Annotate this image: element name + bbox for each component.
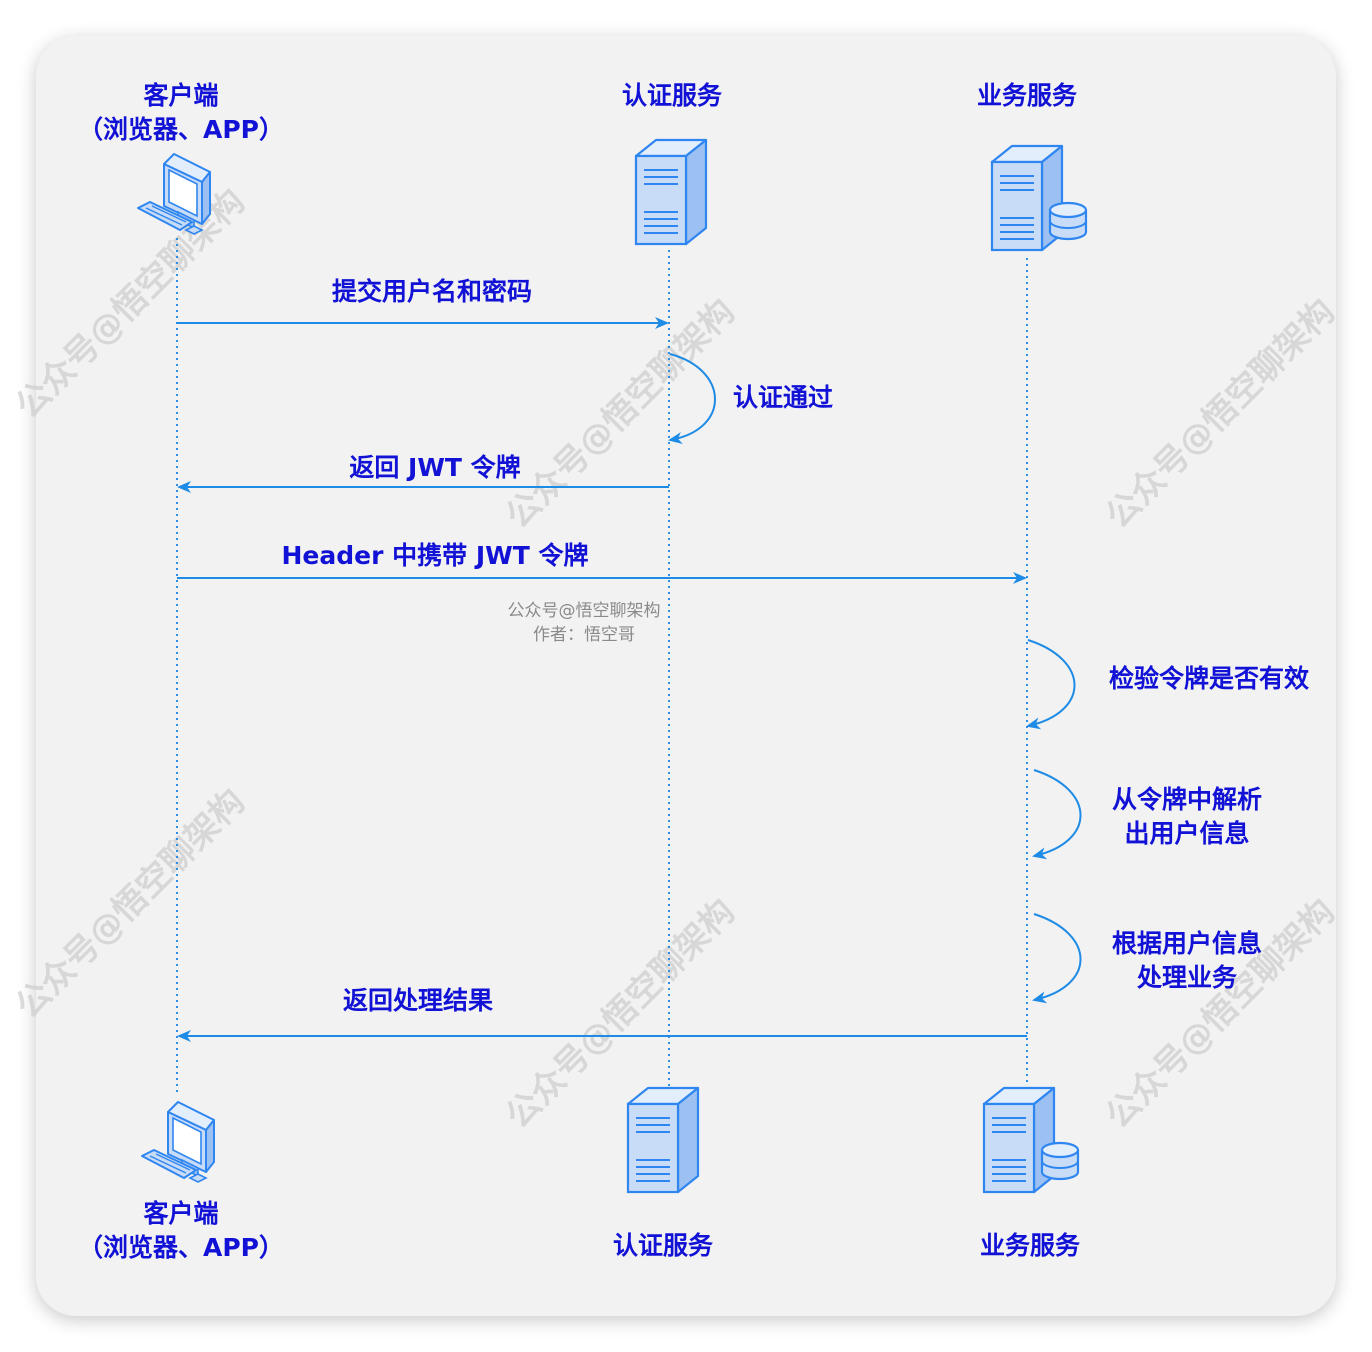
self-call-arrow xyxy=(1032,769,1082,860)
participant-biz-name: 业务服务 xyxy=(977,81,1077,110)
participant-client-name-bottom: 客户端 xyxy=(143,1199,218,1228)
message-process: 根据用户信息 处理业务 xyxy=(1032,913,1262,1004)
self-call-arrow xyxy=(668,353,716,444)
message-process-label-1: 根据用户信息 xyxy=(1112,929,1262,958)
message-return-jwt-label: 返回 JWT 令牌 xyxy=(349,453,520,482)
participant-auth-name-bottom: 认证服务 xyxy=(613,1231,713,1260)
message-parse-label-2: 出用户信息 xyxy=(1124,819,1249,848)
server-database-icon xyxy=(990,144,1088,252)
participant-client-sub: （浏览器、APP） xyxy=(78,115,284,144)
message-verify: 检验令牌是否有效 xyxy=(1026,639,1309,730)
server-database-icon xyxy=(982,1086,1080,1194)
server-icon xyxy=(626,1086,700,1194)
credit-line-1: 公众号@悟空聊架构 xyxy=(508,601,661,621)
message-return-result-label: 返回处理结果 xyxy=(343,986,493,1015)
server-icon xyxy=(634,138,708,246)
credit: 公众号@悟空聊架构 作者：悟空哥 xyxy=(508,601,661,645)
watermarks: 公众号@悟空聊架构 公众号@悟空聊架构 公众号@悟空聊架构 公众号@悟空聊架构 … xyxy=(8,182,1343,1137)
desktop-computer-icon xyxy=(141,1101,215,1183)
self-call-arrow xyxy=(1032,913,1082,1004)
watermark-text: 公众号@悟空聊架构 xyxy=(8,782,253,1027)
message-auth-pass: 认证通过 xyxy=(668,353,833,444)
message-auth-pass-label: 认证通过 xyxy=(733,383,833,412)
message-return-jwt: 返回 JWT 令牌 xyxy=(177,453,669,493)
participant-auth-name: 认证服务 xyxy=(622,81,722,110)
message-header-jwt-label: Header 中携带 JWT 令牌 xyxy=(282,541,589,570)
participant-biz-name-bottom: 业务服务 xyxy=(980,1231,1080,1260)
self-call-arrow xyxy=(1026,639,1076,730)
message-process-label-2: 处理业务 xyxy=(1136,963,1237,992)
desktop-computer-icon xyxy=(137,153,211,235)
watermark-text: 公众号@悟空聊架构 xyxy=(498,292,743,537)
message-submit-label: 提交用户名和密码 xyxy=(332,277,532,306)
message-return-result: 返回处理结果 xyxy=(177,986,1027,1042)
message-header-jwt: Header 中携带 JWT 令牌 xyxy=(177,541,1027,584)
message-submit: 提交用户名和密码 xyxy=(177,277,669,329)
watermark-text: 公众号@悟空聊架构 xyxy=(498,892,743,1137)
participant-client-sub-bottom: （浏览器、APP） xyxy=(78,1233,284,1262)
watermark-text: 公众号@悟空聊架构 xyxy=(8,182,253,427)
participant-client-name: 客户端 xyxy=(143,81,218,110)
credit-line-2: 作者：悟空哥 xyxy=(533,625,635,645)
message-parse: 从令牌中解析 出用户信息 xyxy=(1032,769,1262,860)
watermark-text: 公众号@悟空聊架构 xyxy=(1098,292,1343,537)
message-verify-label: 检验令牌是否有效 xyxy=(1109,664,1309,693)
message-parse-label-1: 从令牌中解析 xyxy=(1112,785,1262,814)
